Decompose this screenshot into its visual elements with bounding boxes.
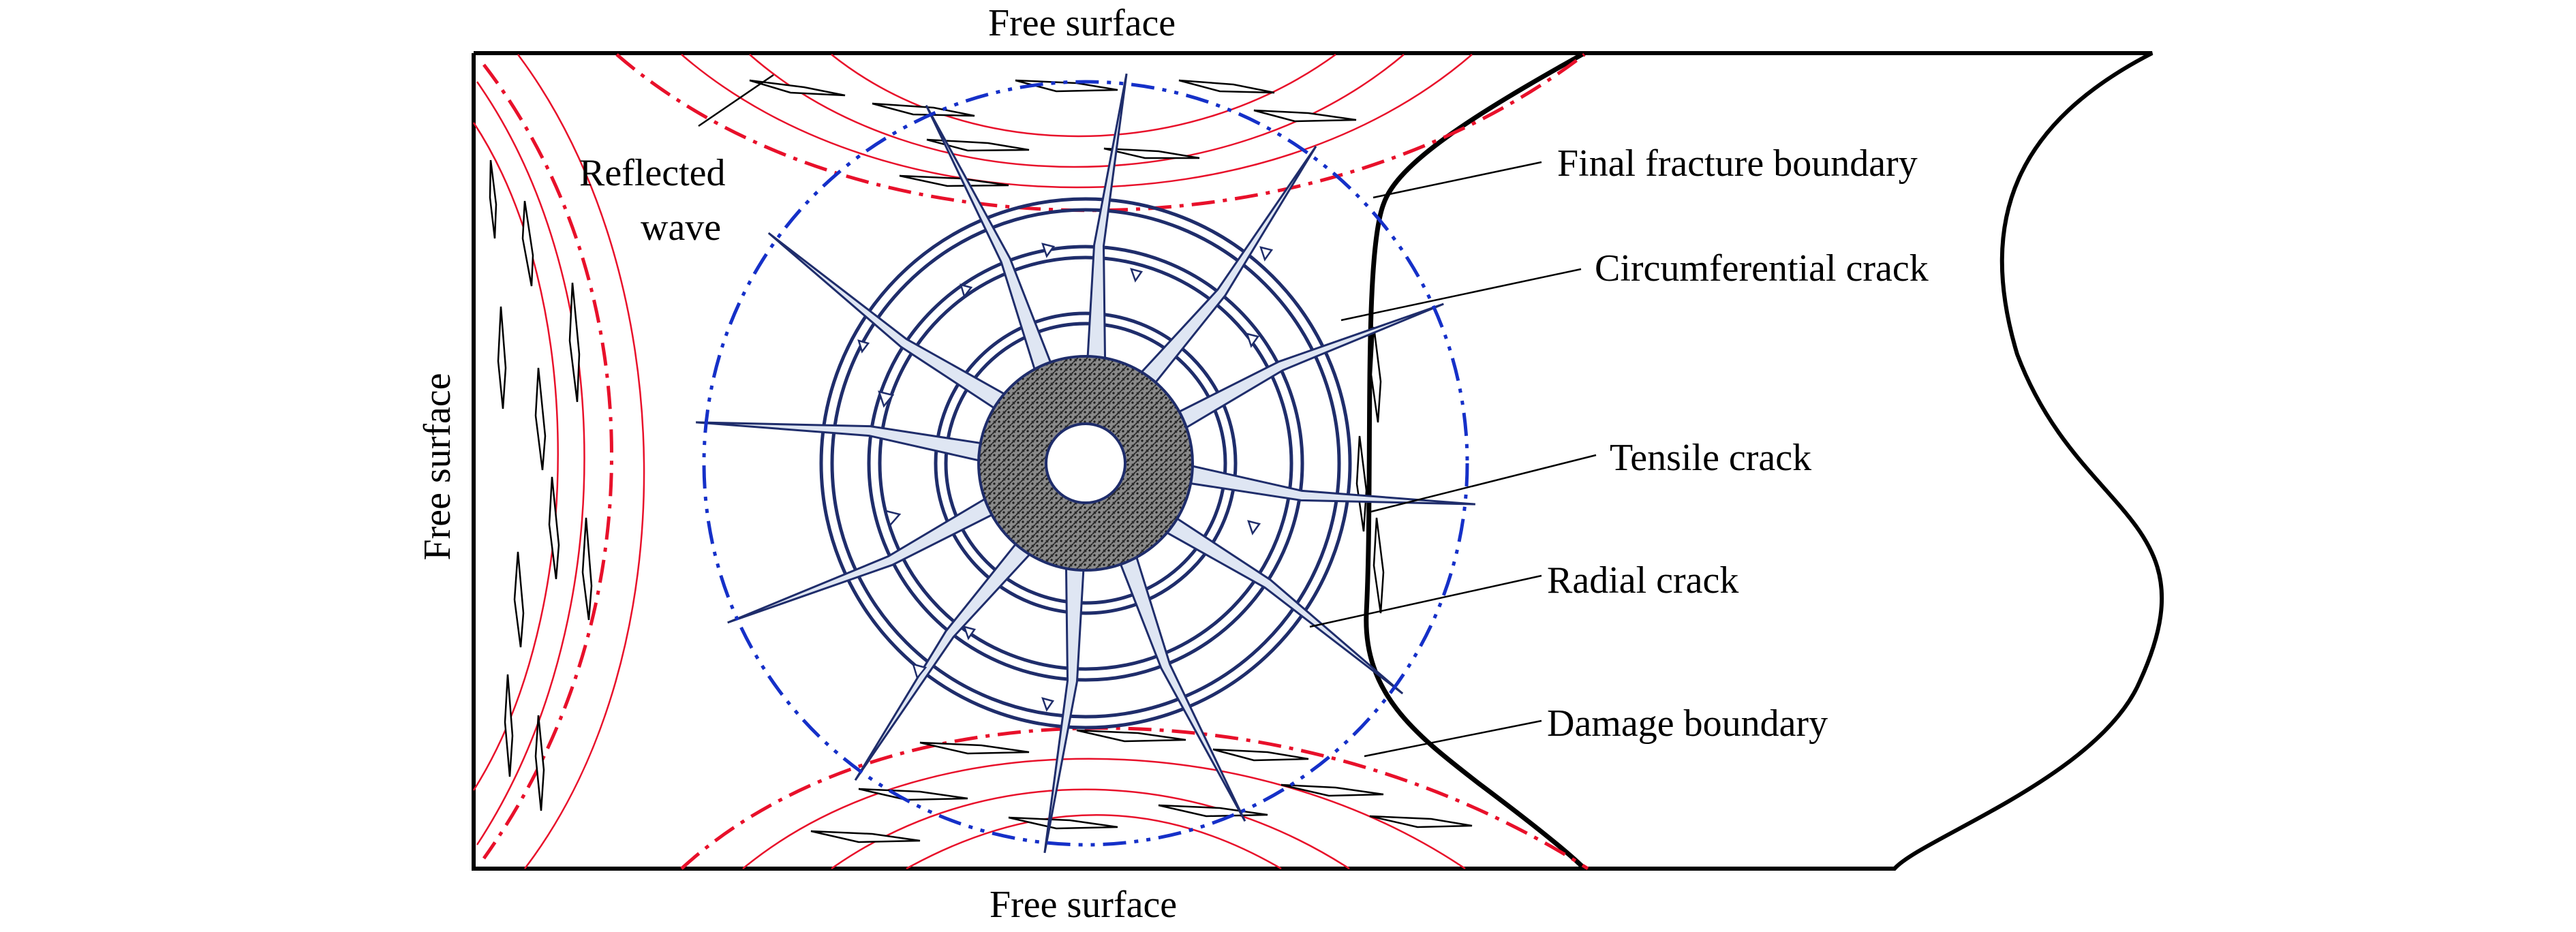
tensile-crack <box>489 159 497 239</box>
tensile-crack <box>568 282 581 403</box>
tensile-crack <box>534 715 545 811</box>
reflected-wave-left-3 <box>517 54 645 869</box>
leader-line-damage <box>1364 719 1542 758</box>
radial-cracks-group <box>696 73 1475 854</box>
reflected-wave-top-1 <box>749 54 1405 168</box>
leader-line-circumferential <box>1340 268 1582 322</box>
label-radial-crack: Radial crack <box>1547 559 1738 602</box>
damage-boundary-circle <box>702 80 1469 847</box>
leader-lines-group <box>698 74 1597 758</box>
tensile-crack <box>919 741 1030 755</box>
debris-fragment <box>960 283 973 298</box>
tensile-crack <box>749 79 846 97</box>
tensile-crack <box>926 138 1030 152</box>
reflected-wave-left-1 <box>472 122 559 791</box>
tensile-crack <box>521 200 534 287</box>
debris-fragment <box>1259 246 1274 262</box>
tensile-crack <box>858 788 968 801</box>
label-tensile-crack: Tensile crack <box>1610 437 1811 479</box>
tensile-crack <box>1212 748 1309 762</box>
leader-line-radial <box>1309 574 1542 628</box>
tensile-crack <box>581 517 593 621</box>
reflected-wave-bottom-2 <box>831 788 1350 870</box>
label-free-surface-top: Free surface <box>988 2 1176 44</box>
final-fracture-boundary-curve <box>1364 50 1586 871</box>
tensile-crack <box>1355 435 1368 532</box>
debris-fragment <box>1247 520 1261 535</box>
label-free-surface-left: Free surface <box>416 373 459 560</box>
tensile-crack <box>1158 804 1268 818</box>
tensile-crack <box>1103 147 1200 159</box>
label-reflected-wave-line2: wave <box>641 206 721 249</box>
tensile-crack <box>1076 729 1186 743</box>
debris-fragment <box>885 510 902 527</box>
borehole <box>1045 422 1126 504</box>
circumferential-crack-ring <box>944 322 1227 605</box>
label-reflected-wave-line1: Reflected <box>579 152 726 194</box>
tensile-crack <box>548 476 560 580</box>
debris-fragment <box>912 663 927 680</box>
debris-fragment <box>1041 243 1056 258</box>
leader-line-reflected-wave <box>698 74 774 127</box>
tensile-crack <box>497 306 507 409</box>
reflected-wave-bottom-1 <box>742 758 1466 870</box>
reflected-wave-bottom-dashdot <box>680 726 1589 871</box>
tensile-crack <box>1373 517 1385 614</box>
reflected-wave-left-2 <box>476 81 585 845</box>
circumferential-crack-ring <box>878 255 1293 671</box>
debris-fragment <box>1246 332 1260 348</box>
reflected-wave-top-2 <box>831 53 1336 138</box>
circumferential-crack-ring <box>867 245 1304 682</box>
radial-crack <box>767 232 1010 412</box>
debris-fragment <box>963 625 977 640</box>
debris-fragment <box>878 390 895 408</box>
debris-fragment <box>1041 697 1055 712</box>
tensile-crack <box>1253 109 1357 123</box>
tensile-crack <box>872 102 975 117</box>
leader-line-final-fracture <box>1373 161 1542 199</box>
tensile-crack <box>534 367 547 471</box>
reflected-wave-bottom-3 <box>906 814 1282 870</box>
tensile-crack <box>1369 815 1473 828</box>
reflected-wave-top-3 <box>681 54 1473 189</box>
circumferential-crack-ring <box>819 197 1352 730</box>
reflected-wave-top-dashdot <box>615 53 1586 213</box>
label-damage-boundary: Damage boundary <box>1547 702 1828 745</box>
tensile-crack <box>504 674 514 777</box>
debris-fragments-group <box>857 243 1274 712</box>
tensile-crack <box>1281 783 1384 797</box>
tensile-crack <box>899 174 1009 187</box>
tensile-crack <box>1370 326 1382 423</box>
tensile-crack <box>810 830 921 843</box>
tensile-crack <box>513 551 525 648</box>
label-circumferential-crack: Circumferential crack <box>1595 247 1929 290</box>
reflected-wave-left-dashdot <box>482 63 613 860</box>
circumferential-crack-ring <box>934 311 1238 615</box>
circumferential-cracks-group <box>819 197 1352 730</box>
circumferential-crack-ring <box>830 208 1341 719</box>
label-free-surface-bottom: Free surface <box>990 884 1177 926</box>
label-final-fracture-boundary: Final fracture boundary <box>1557 142 1918 185</box>
tensile-crack <box>1178 79 1275 94</box>
debris-fragment <box>1130 268 1144 283</box>
debris-fragment <box>857 339 870 354</box>
rock-mass-outline <box>472 51 2164 871</box>
leader-line-tensile <box>1368 454 1597 514</box>
